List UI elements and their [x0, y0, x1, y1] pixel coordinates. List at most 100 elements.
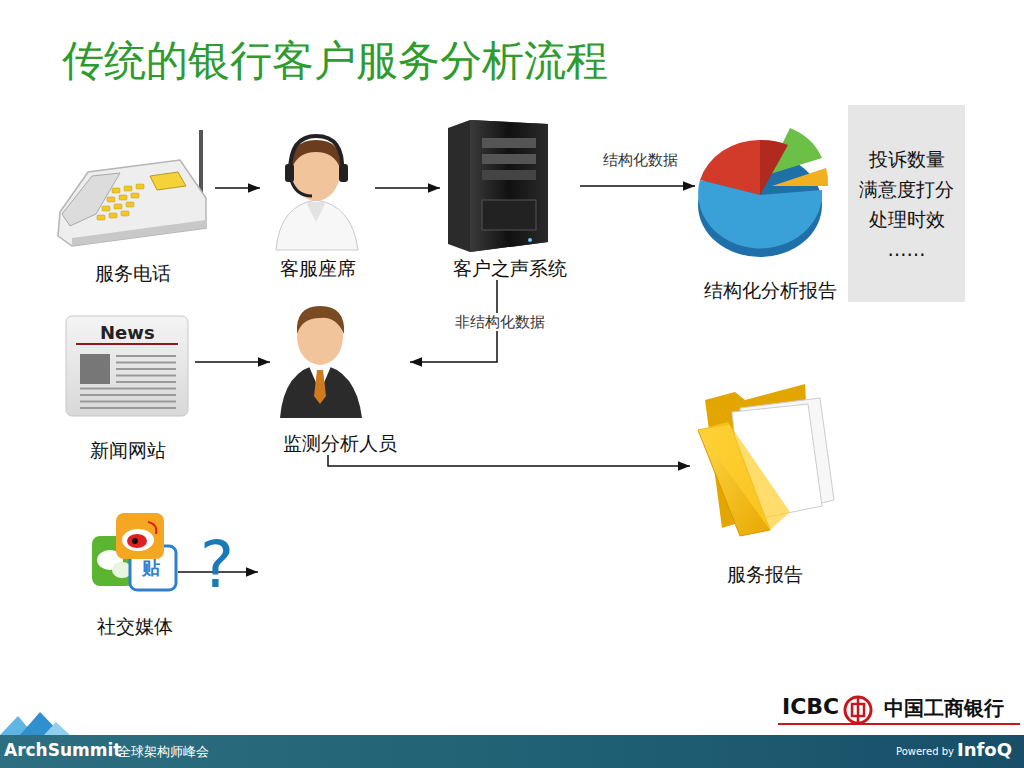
social-icons-part: [122, 529, 154, 551]
icon-node: 服务报告: [690, 388, 840, 586]
server-icon-part: [448, 120, 548, 252]
analyst-icon-part: [297, 306, 344, 334]
text-label: ICBC: [782, 694, 839, 719]
node-label: 客服座席: [280, 256, 356, 280]
edge-label: 非结构化数据: [452, 313, 548, 331]
social-icons-part: [132, 538, 138, 544]
news-icon-part: [76, 343, 178, 345]
phone-icon-part: [62, 173, 120, 226]
phone-key: [121, 211, 129, 216]
phone-key: [97, 215, 105, 220]
agent-icon-part: [339, 164, 348, 182]
news-line: [80, 407, 176, 409]
text-label: 全球架构师峰会: [118, 743, 209, 761]
icon-node: 服务电话: [50, 125, 215, 285]
text-label: News: [100, 322, 155, 343]
icbc-logo-part: [778, 723, 1020, 725]
folder-icon: [698, 384, 834, 536]
folder-icon-part: [698, 422, 790, 530]
node-label: 监测分析人员: [283, 431, 397, 455]
social-icons-part: [116, 513, 164, 559]
news-icon: [66, 316, 188, 416]
server-icon-part: [528, 238, 532, 242]
phone-key: [114, 204, 122, 209]
phone-key: [112, 188, 120, 193]
phone-icon-part: [72, 220, 206, 246]
phone-key: [119, 195, 127, 200]
pie-chart-icon: [698, 128, 828, 257]
icon-node: 客户之声系统: [440, 118, 580, 280]
server-icon: [448, 120, 548, 252]
phone-icon: [58, 130, 206, 246]
icbc-logo-part: [857, 697, 860, 723]
agent-icon-part: [276, 200, 358, 250]
text-label: InfoQ: [957, 739, 1012, 760]
pie-chart-icon-part: [772, 168, 828, 186]
news-line: [116, 362, 176, 364]
footer-bar-part: [44, 722, 70, 735]
phone-keypad: [97, 184, 144, 220]
metric-text: 处理时效: [869, 204, 945, 234]
phone-key: [109, 213, 117, 218]
node-label: 社交媒体: [97, 614, 173, 638]
node-label: 服务电话: [95, 261, 171, 285]
text-label: 中国工商银行: [884, 695, 1004, 722]
social-icons-part: [148, 522, 156, 534]
analyst-icon: [280, 306, 362, 418]
flow-arrow: [580, 185, 695, 187]
phone-icon-part: [58, 160, 206, 246]
social-icons-part: [127, 534, 147, 548]
analyst-icon-part: [314, 370, 326, 404]
metrics-box: 投诉数量满意度打分处理时效……: [848, 105, 965, 302]
agent-icon-part: [285, 164, 294, 182]
news-text-lines: [80, 356, 176, 408]
node-label: 新闻网站: [90, 438, 166, 462]
metric-text: 投诉数量: [869, 144, 945, 174]
icon-node: 社交媒体: [85, 510, 185, 638]
icon-node: 客服座席: [260, 130, 375, 280]
flow-arrow: [328, 455, 690, 466]
footer-bar: [0, 712, 1024, 768]
analyst-icon-part: [280, 364, 362, 418]
agent-icon-part: [290, 136, 342, 172]
text-label: 贴: [142, 556, 160, 580]
icon-node: 结构化分析报告: [695, 110, 845, 302]
server-icon-part: [482, 138, 536, 148]
phone-key: [102, 206, 110, 211]
metric-text: ……: [888, 234, 926, 264]
flow-arrow: [195, 361, 270, 363]
agent-icon-part: [306, 202, 326, 222]
phone-key: [107, 197, 115, 202]
edge-label: 结构化数据: [600, 151, 681, 169]
server-icon-part: [470, 120, 548, 252]
node-label: 结构化分析报告: [704, 278, 837, 302]
agent-icon-part: [291, 180, 312, 196]
metric-text: 满意度打分: [859, 174, 954, 204]
news-line: [116, 355, 176, 357]
node-label: 服务报告: [727, 562, 803, 586]
phone-key: [136, 184, 144, 189]
text-label: ?: [200, 530, 234, 600]
news-icon-part: [80, 354, 110, 384]
phone-key: [131, 193, 139, 198]
slide-title: 传统的银行客户服务分析流程: [62, 34, 608, 88]
phone-icon-part: [150, 172, 186, 190]
news-line: [80, 394, 176, 396]
server-icon-part: [482, 170, 536, 180]
icbc-logo-part: [845, 697, 871, 723]
news-line: [116, 368, 176, 370]
node-label: 客户之声系统: [453, 256, 567, 280]
server-icon-part: [482, 154, 536, 164]
server-icon-part: [482, 200, 536, 230]
phone-key: [124, 186, 132, 191]
text-label: Powered by: [896, 746, 954, 757]
news-icon-part: [66, 316, 188, 416]
news-line: [80, 401, 176, 403]
pie-chart-icon-part: [760, 140, 788, 195]
icon-node: 监测分析人员: [270, 300, 410, 455]
footer-bar-part: [0, 735, 1024, 768]
news-line: [116, 375, 176, 377]
news-line: [116, 381, 176, 383]
phone-key: [126, 202, 134, 207]
